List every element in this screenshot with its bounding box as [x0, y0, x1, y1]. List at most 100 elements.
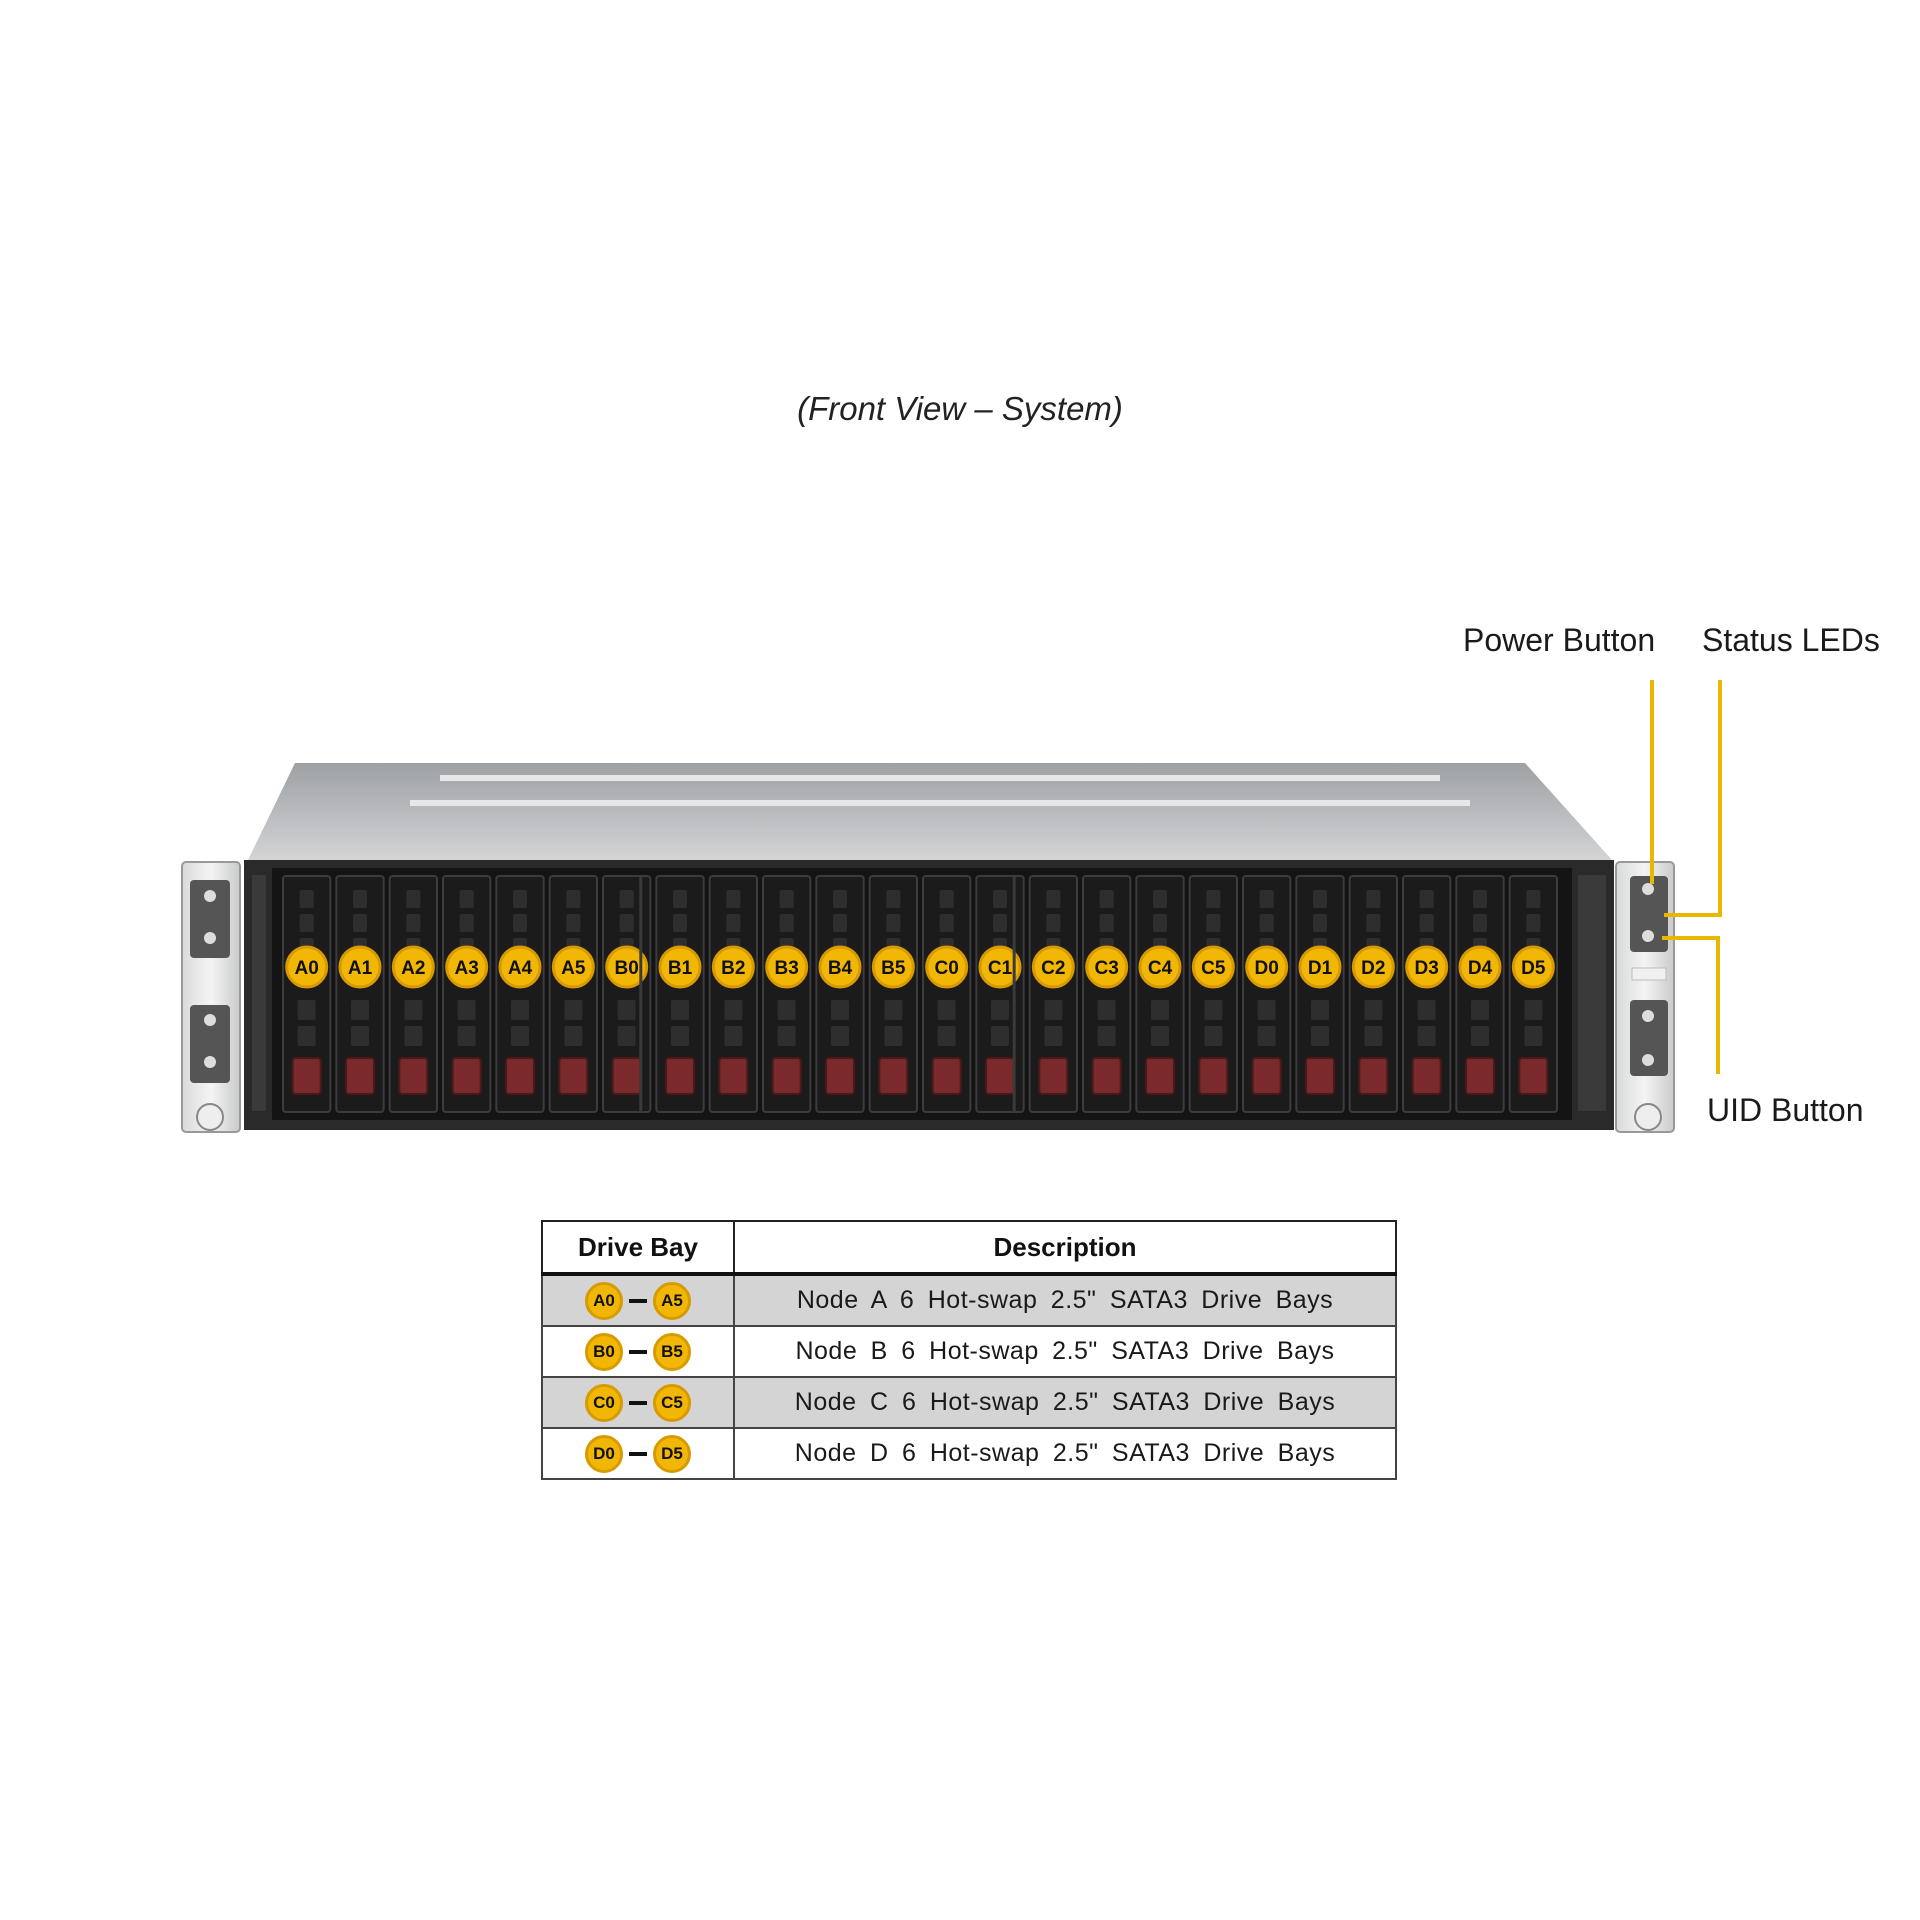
- drive-vent-slot: [1364, 1026, 1383, 1046]
- drive-tray[interactable]: B3: [762, 875, 812, 1113]
- drive-tray[interactable]: A2: [388, 875, 438, 1113]
- drive-tray[interactable]: D0: [1242, 875, 1292, 1113]
- drive-bay-badge: [978, 945, 1022, 989]
- bay-badge-start: D0: [585, 1434, 623, 1473]
- chassis-top-ridge: [440, 775, 1440, 781]
- drive-vent-slot: [1044, 1026, 1063, 1046]
- drive-tray[interactable]: A3: [442, 875, 492, 1113]
- drive-tray[interactable]: A5: [548, 875, 599, 1113]
- drive-vent-slot: [1259, 914, 1274, 932]
- drive-vent-slot: [726, 890, 741, 908]
- drive-vent-slot: [351, 1000, 369, 1020]
- drive-tray[interactable]: B4: [815, 875, 865, 1113]
- table-row: B0 B5 Node B 6 Hot-swap 2.5" SATA3 Drive…: [541, 1325, 1397, 1378]
- drive-vent-slot: [671, 1026, 689, 1046]
- drive-bay-badge: [1351, 945, 1395, 989]
- drive-release-latch: [451, 1057, 482, 1095]
- drive-tray[interactable]: B1: [655, 875, 705, 1113]
- drive-bay-badge: [551, 945, 595, 989]
- drive-vent-slot: [353, 914, 367, 932]
- drive-tray[interactable]: D3: [1402, 875, 1452, 1113]
- bay-badge-end: A5: [653, 1281, 691, 1320]
- drive-vent-slot: [1153, 890, 1167, 908]
- bay-range: D0 D5: [543, 1434, 733, 1473]
- drive-vent-slot: [939, 914, 954, 932]
- drive-tray-body: [548, 875, 599, 1113]
- drive-release-latch: [1518, 1057, 1549, 1095]
- drive-release-latch: [718, 1057, 749, 1095]
- drive-bay-label: C0: [935, 958, 959, 979]
- drive-vent-slot: [566, 914, 581, 932]
- table-row: C0 C5 Node C 6 Hot-swap 2.5" SATA3 Drive…: [541, 1376, 1397, 1429]
- drive-release-latch: [1145, 1057, 1175, 1095]
- drive-bay-label: A1: [348, 958, 373, 979]
- drive-vent-slot: [299, 914, 314, 932]
- figure-caption: (Front View – System): [797, 390, 1123, 427]
- drive-tray-body: [975, 875, 1025, 1113]
- drive-vent-slot: [884, 1026, 903, 1046]
- drive-vent-slot: [297, 1026, 316, 1046]
- drive-tray-body: [922, 875, 972, 1113]
- drive-vent-slot: [1153, 914, 1167, 932]
- drive-bay-badge: [711, 945, 755, 989]
- drive-tray-body: [442, 875, 492, 1113]
- drive-vent-slot: [617, 1026, 636, 1046]
- drive-tray-body: [815, 875, 865, 1113]
- drive-vent-slot: [1471, 1026, 1489, 1046]
- drive-vent-slot: [513, 914, 527, 932]
- drive-bay-badge: [1245, 945, 1289, 989]
- drive-vent-slot: [1099, 914, 1114, 932]
- drive-bay-label: A0: [295, 958, 319, 979]
- drive-vent-slot: [1526, 914, 1541, 932]
- drive-release-latch: [1251, 1057, 1282, 1095]
- drive-vent-slot: [619, 914, 634, 932]
- drive-vent-slot: [511, 1000, 529, 1020]
- drive-tray[interactable]: C1: [975, 875, 1025, 1113]
- drive-vent-slot: [1364, 1000, 1383, 1020]
- drive-tray[interactable]: C4: [1135, 875, 1185, 1113]
- drive-vent-slot: [1473, 914, 1487, 932]
- drive-vent-slot: [1097, 1026, 1116, 1046]
- drive-tray-body: [495, 875, 545, 1113]
- drive-bay-badge: [605, 945, 649, 989]
- drive-tray-body: [282, 875, 332, 1113]
- drive-tray[interactable]: B5: [868, 875, 919, 1113]
- drive-vent-slot: [1313, 890, 1327, 908]
- drive-vent-slot: [406, 914, 421, 932]
- drive-vent-slot: [457, 1000, 476, 1020]
- drive-bay-label: A4: [508, 958, 533, 979]
- header-drive-bay: Drive Bay: [541, 1220, 735, 1276]
- drive-bay-label: A2: [401, 958, 425, 979]
- drive-tray[interactable]: B2: [708, 875, 759, 1113]
- drive-tray[interactable]: D2: [1348, 875, 1398, 1113]
- drive-bay-badge: [1298, 945, 1342, 989]
- drive-bay-badge: [871, 945, 915, 989]
- drive-vent-slot: [1151, 1026, 1169, 1046]
- bay-range: C0 C5: [543, 1383, 733, 1422]
- drive-tray[interactable]: D1: [1295, 875, 1345, 1113]
- drive-vent-slot: [831, 1026, 849, 1046]
- drive-bay-label: B1: [668, 958, 693, 979]
- drive-tray[interactable]: D4: [1455, 875, 1505, 1113]
- range-dash: [629, 1298, 647, 1303]
- drive-release-latch: [1091, 1057, 1122, 1095]
- drive-tray[interactable]: A4: [495, 875, 545, 1113]
- drive-vent-slot: [1419, 914, 1434, 932]
- drive-tray[interactable]: C3: [1082, 875, 1132, 1113]
- drive-vent-slot: [833, 890, 847, 908]
- drive-release-latch: [345, 1057, 375, 1095]
- drive-release-latch: [1038, 1057, 1069, 1095]
- drive-tray[interactable]: D5: [1508, 875, 1558, 1113]
- bay-range: B0 B5: [543, 1332, 733, 1371]
- drive-tray[interactable]: B0: [602, 875, 652, 1113]
- drive-tray[interactable]: A1: [335, 875, 385, 1113]
- chassis-top-ridge: [410, 800, 1470, 806]
- drive-tray-body: [655, 875, 705, 1113]
- drive-tray[interactable]: A0: [282, 875, 332, 1113]
- drive-tray[interactable]: C0: [922, 875, 972, 1113]
- drive-tray-body: [1402, 875, 1452, 1113]
- drive-bay-label: C1: [988, 958, 1013, 979]
- drive-tray[interactable]: C5: [1188, 875, 1238, 1113]
- drive-tray[interactable]: C2: [1028, 875, 1078, 1113]
- callout-lines: [1650, 680, 1722, 1074]
